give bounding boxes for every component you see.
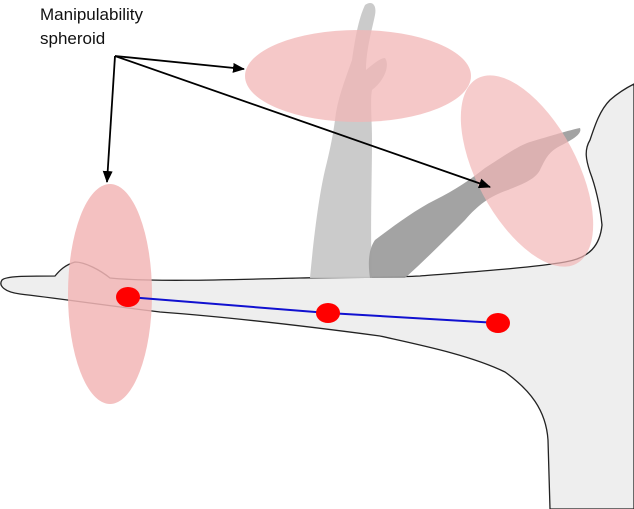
joint-elbow [316, 303, 340, 323]
manipulability-spheroid-top [245, 30, 471, 122]
joint-shoulder [486, 313, 510, 333]
annotation-line-1: Manipulability [40, 5, 143, 24]
arrow-to-top-spheroid [114, 55, 245, 73]
arrow-to-diagonal-spheroid [114, 55, 491, 189]
manipulability-spheroid-wrist [68, 184, 152, 404]
annotation-label: Manipulability spheroid [40, 3, 143, 51]
manipulability-spheroid-diagonal [460, 75, 594, 267]
arrow-to-wrist-spheroid [102, 55, 116, 183]
annotation-line-2: spheroid [40, 29, 106, 48]
joint-wrist [116, 287, 140, 307]
